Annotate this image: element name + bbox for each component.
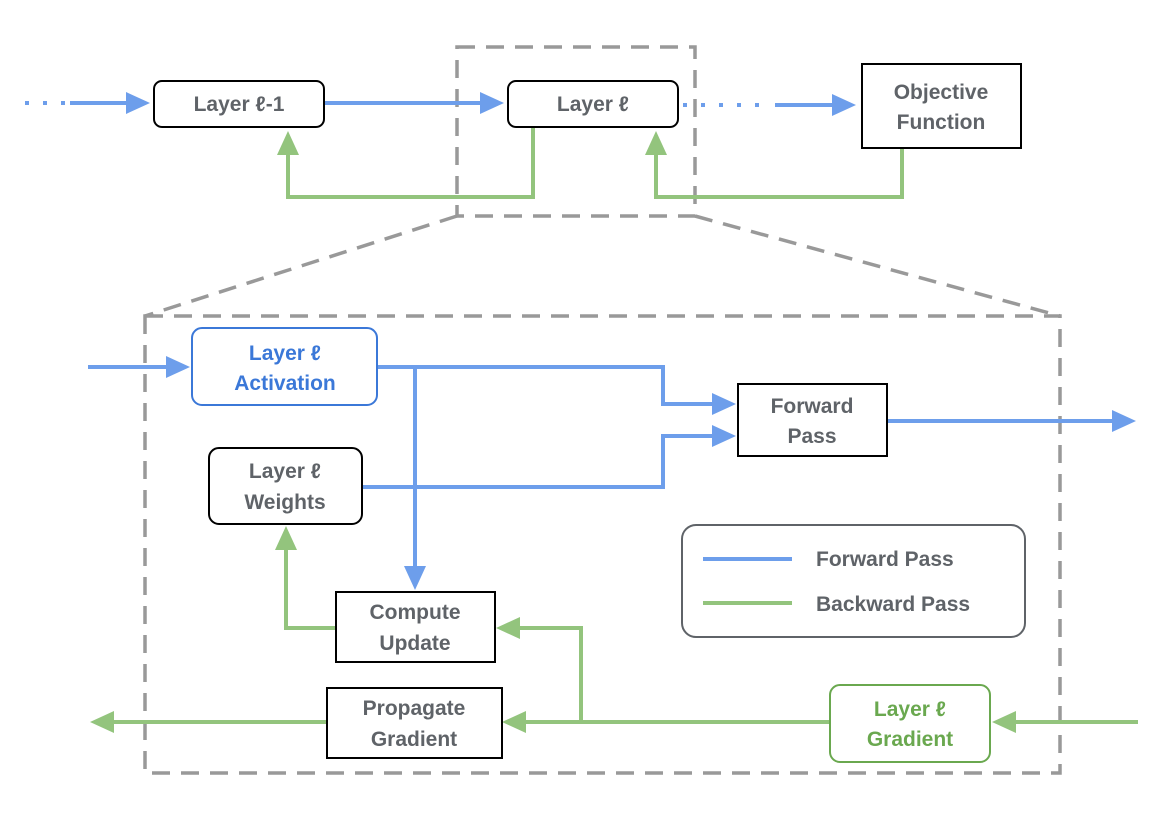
layer-prev-label: Layer ℓ-1 (194, 93, 285, 116)
arrowhead (832, 94, 856, 116)
weights-to-forward-arrow (362, 434, 718, 489)
layer-label: Layer ℓ (557, 93, 629, 116)
propagate-gradient-node: Propagate Gradient (326, 687, 503, 759)
objective-to-layer-backward (654, 148, 904, 199)
forward-pass-node: Forward Pass (737, 383, 888, 457)
arrowhead (645, 131, 667, 155)
zoom-line-left (144, 214, 458, 318)
activation-to-forward-arrow (377, 365, 718, 406)
legend: Forward Pass Backward Pass (681, 524, 1026, 638)
gradient-label-line1: Layer ℓ (874, 698, 946, 721)
arrowhead (275, 526, 297, 550)
layer-prev-node: Layer ℓ-1 (153, 80, 325, 128)
arrowhead (496, 617, 520, 639)
gradient-to-compute-arrow (515, 626, 583, 722)
layer-weights-node: Layer ℓ Weights (208, 447, 363, 525)
forward-label-line1: Forward (771, 395, 854, 418)
zoom-detail-box (143, 314, 1062, 775)
propagate-label-line1: Propagate (363, 697, 466, 720)
weights-label-line1: Layer ℓ (249, 460, 321, 483)
compute-label-line1: Compute (370, 601, 461, 624)
arrowhead (480, 92, 504, 114)
forward-label-line2: Pass (787, 425, 836, 448)
arrowhead (712, 425, 736, 447)
arrowhead (992, 711, 1016, 733)
propagate-label-line2: Gradient (371, 728, 457, 751)
legend-forward-label: Forward Pass (816, 548, 954, 571)
arrowhead (502, 711, 526, 733)
objective-label-line1: Objective (894, 81, 989, 104)
arrowhead (90, 711, 114, 733)
compute-label-line2: Update (379, 632, 450, 655)
layer-gradient-node: Layer ℓ Gradient (829, 684, 991, 763)
layer-to-prev-backward (286, 128, 535, 199)
arrowhead (126, 92, 150, 114)
compute-update-node: Compute Update (335, 591, 496, 663)
layer-activation-node: Layer ℓ Activation (191, 327, 378, 406)
arrowhead (277, 131, 299, 155)
zoom-source-box (455, 45, 697, 218)
zoom-line-right (694, 214, 1061, 318)
activation-label-line2: Activation (234, 372, 336, 395)
legend-backward-label: Backward Pass (816, 593, 970, 616)
gradient-label-line2: Gradient (867, 728, 953, 751)
objective-function-node: Objective Function (861, 63, 1022, 149)
arrowhead (404, 566, 426, 590)
weights-label-line2: Weights (244, 491, 325, 514)
arrowhead (1112, 410, 1136, 432)
layer-node: Layer ℓ (507, 80, 679, 128)
compute-to-weights-arrow (284, 544, 336, 630)
activation-label-line1: Layer ℓ (249, 342, 321, 365)
arrowhead (166, 356, 190, 378)
objective-label-line2: Function (897, 111, 986, 134)
arrowhead (712, 393, 736, 415)
